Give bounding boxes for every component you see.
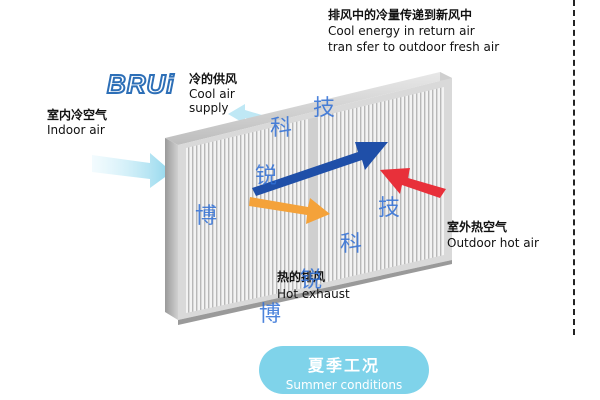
label-cool-supply-en1: Cool air <box>189 87 235 101</box>
label-exhaust-cold-en1: Cool energy in return air <box>328 24 475 38</box>
season-title-en: Summer conditions <box>285 378 403 392</box>
label-hot-exhaust-en: Hot exhaust <box>277 287 350 301</box>
label-outdoor-en: Outdoor hot air <box>447 236 539 250</box>
watermark-char: 技 <box>313 96 336 121</box>
watermark-char: 博 <box>195 204 218 229</box>
watermark-char: 锐 <box>255 164 278 189</box>
label-cool-supply-en2: supply <box>189 101 229 115</box>
watermark-char: 博 <box>259 302 282 327</box>
indoor-air-arrow <box>92 153 172 188</box>
dashed-divider <box>573 0 575 335</box>
label-indoor-en: Indoor air <box>47 123 105 137</box>
season-title-cn: 夏季工况 <box>307 356 380 375</box>
watermark-char: 技 <box>378 196 401 221</box>
season-badge: 夏季工况 Summer conditions <box>259 346 429 394</box>
label-outdoor-cn: 室外热空气 <box>447 220 508 234</box>
brand-logo: BRUi <box>106 68 175 100</box>
label-hot-exhaust-cn: 热的排风 <box>277 270 326 284</box>
label-cool-supply-cn: 冷的供风 <box>189 72 238 86</box>
watermark-char: 锐 <box>300 268 323 293</box>
hot-exhaust-arrow <box>249 197 330 224</box>
label-exhaust-cold-cn: 排风中的冷量传递到新风中 <box>328 8 473 22</box>
cold-transfer-arrow <box>252 142 388 196</box>
outdoor-hot-air-arrow <box>380 168 446 198</box>
label-indoor-cn: 室内冷空气 <box>47 108 108 122</box>
watermark-char: 科 <box>270 116 293 141</box>
filter-bottom-edge <box>178 260 452 325</box>
label-exhaust-cold-en2: tran sfer to outdoor fresh air <box>328 40 500 54</box>
filter-top-face <box>165 72 452 145</box>
filter-left-side <box>165 138 178 320</box>
filter-fins-right <box>318 87 444 284</box>
watermark-char: 科 <box>340 232 363 257</box>
filter-fins-left <box>186 119 308 313</box>
